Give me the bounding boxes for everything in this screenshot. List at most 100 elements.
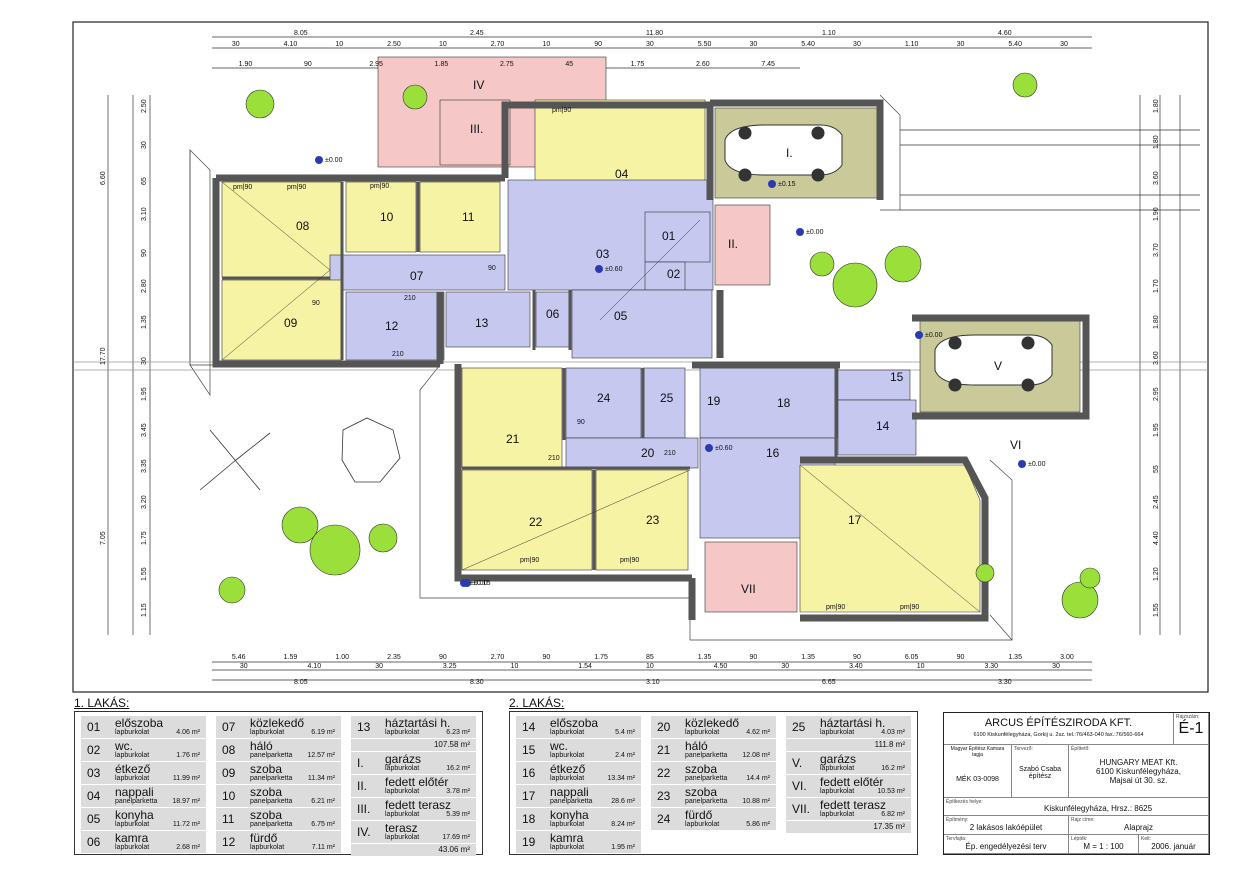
room-name: fürdő	[250, 831, 278, 845]
legend-total-row: 107.58 m²	[351, 739, 476, 751]
compass-icon	[199, 417, 401, 491]
dim-left: 1.15	[141, 603, 148, 617]
room-05	[571, 289, 713, 359]
site-value: Kiskunfélegyháza, Hrsz.: 8625	[1044, 804, 1153, 813]
dim-top-1: 1.10	[822, 30, 836, 37]
room-area: 1.76 m²	[176, 752, 200, 759]
room-label-II: II.	[728, 237, 738, 251]
room-24	[565, 367, 642, 439]
dim-left-total: 7.05	[100, 531, 107, 545]
room-number: 19	[522, 835, 536, 849]
room-number: 18	[522, 812, 536, 826]
drawing-value: Alaprajz	[1124, 823, 1153, 832]
floor-type: lapburkolat	[115, 821, 150, 828]
room-number: 16	[522, 766, 536, 780]
dim-top-2: 30	[957, 41, 965, 48]
legend-1-title: 1. LAKÁS:	[74, 696, 130, 710]
room-label-16: 16	[766, 446, 780, 460]
room-area: 10.53 m²	[877, 788, 905, 795]
room-name: szoba	[250, 808, 283, 822]
dim-top-2: 5.40	[801, 41, 815, 48]
room-label-13: 13	[475, 316, 489, 330]
room-area: 7.11 m²	[311, 844, 335, 851]
floor-type: lapburkolat	[550, 844, 585, 851]
client-name: HUNGARY MEAT Kft.	[1099, 758, 1178, 767]
dim-bottom-2: 3.40	[849, 663, 863, 670]
floor-type: lapburkolat	[685, 729, 720, 736]
dim-bottom-1: 1.00	[335, 654, 349, 661]
room-20	[565, 437, 699, 469]
dim-top-2: 30	[853, 41, 861, 48]
room-name: fedett előtér	[385, 775, 449, 789]
room-name: szoba	[685, 762, 718, 776]
scale-cell: Lépték: M = 1 : 100	[1069, 835, 1139, 854]
phase-value: Ép. engedélyezési terv	[965, 842, 1047, 851]
room-area: 4.03 m²	[881, 729, 905, 736]
room-number: 02	[87, 743, 101, 757]
dim-bottom-2: 3.25	[443, 663, 457, 670]
dim-bottom-1: 1.35	[1008, 654, 1022, 661]
floor-type: lapburkolat	[820, 729, 855, 736]
room-name: háztartási h.	[820, 716, 886, 730]
room-name: háló	[250, 739, 273, 753]
dim-top-2: 1.10	[905, 41, 919, 48]
room-02	[644, 261, 686, 291]
room-name: étkező	[550, 762, 586, 776]
room-number: 04	[87, 789, 101, 803]
dim-bottom-3: 8.30	[470, 679, 484, 686]
room-label-22: 22	[529, 515, 543, 529]
floor-type: lapburkolat	[385, 729, 420, 736]
room-number: 12	[222, 835, 236, 849]
room-area: 6.75 m²	[311, 821, 335, 828]
dim-bottom-1: 5.46	[232, 654, 246, 661]
room-number: 21	[657, 743, 671, 757]
floor-type: lapburkolat	[250, 844, 285, 851]
room-label-IV: IV	[473, 78, 484, 92]
floor-type: lapburkolat	[550, 821, 585, 828]
room-label-VI: VI	[1010, 438, 1021, 452]
door-label: pm|90	[370, 183, 389, 190]
room-08	[221, 181, 343, 278]
room-number: VII.	[792, 802, 811, 816]
floor-type: lapburkolat	[115, 844, 150, 851]
floor-type: panelparketta	[250, 775, 293, 782]
door-label: 90	[577, 419, 585, 426]
dim-left: 3.10	[141, 207, 148, 221]
designer-role: építész	[1028, 773, 1052, 780]
client-address-1: 6100 Kiskunfélegyháza,	[1096, 767, 1181, 776]
drawing-label: Rajz címe:	[1071, 817, 1095, 823]
floor-type: lapburkolat	[385, 811, 420, 818]
dim-bottom-1: 90	[439, 654, 447, 661]
dimension-lines	[107, 36, 1181, 681]
room-07	[329, 254, 506, 291]
room-area: 2.4 m²	[615, 752, 635, 759]
room-01	[644, 211, 711, 263]
door-label: 90	[488, 265, 496, 272]
level-marker-icon	[768, 180, 776, 188]
room-number: VI.	[792, 779, 807, 793]
room-number: 15	[522, 743, 536, 757]
dim-left: 30	[141, 357, 148, 365]
room-area: 2.68 m²	[176, 844, 200, 851]
dim-left: 1.35	[141, 315, 148, 329]
dim-top-2: 5.40	[1008, 41, 1022, 48]
sheet-label: Rajzszám:	[1176, 714, 1200, 720]
room-number: 05	[87, 812, 101, 826]
dim-bottom-1: 90	[542, 654, 550, 661]
dim-bottom-3: 3.10	[646, 679, 660, 686]
room-area: 8.24 m²	[611, 821, 635, 828]
floor-type: lapburkolat	[250, 729, 285, 736]
date-cell: Kelt: 2006. január	[1139, 835, 1209, 854]
dim-top-2: 5.50	[698, 41, 712, 48]
date-value: 2006. január	[1151, 842, 1196, 851]
floor-type: panelparketta	[685, 752, 728, 759]
tree-icon	[218, 72, 1101, 619]
room-name: szoba	[685, 785, 718, 799]
